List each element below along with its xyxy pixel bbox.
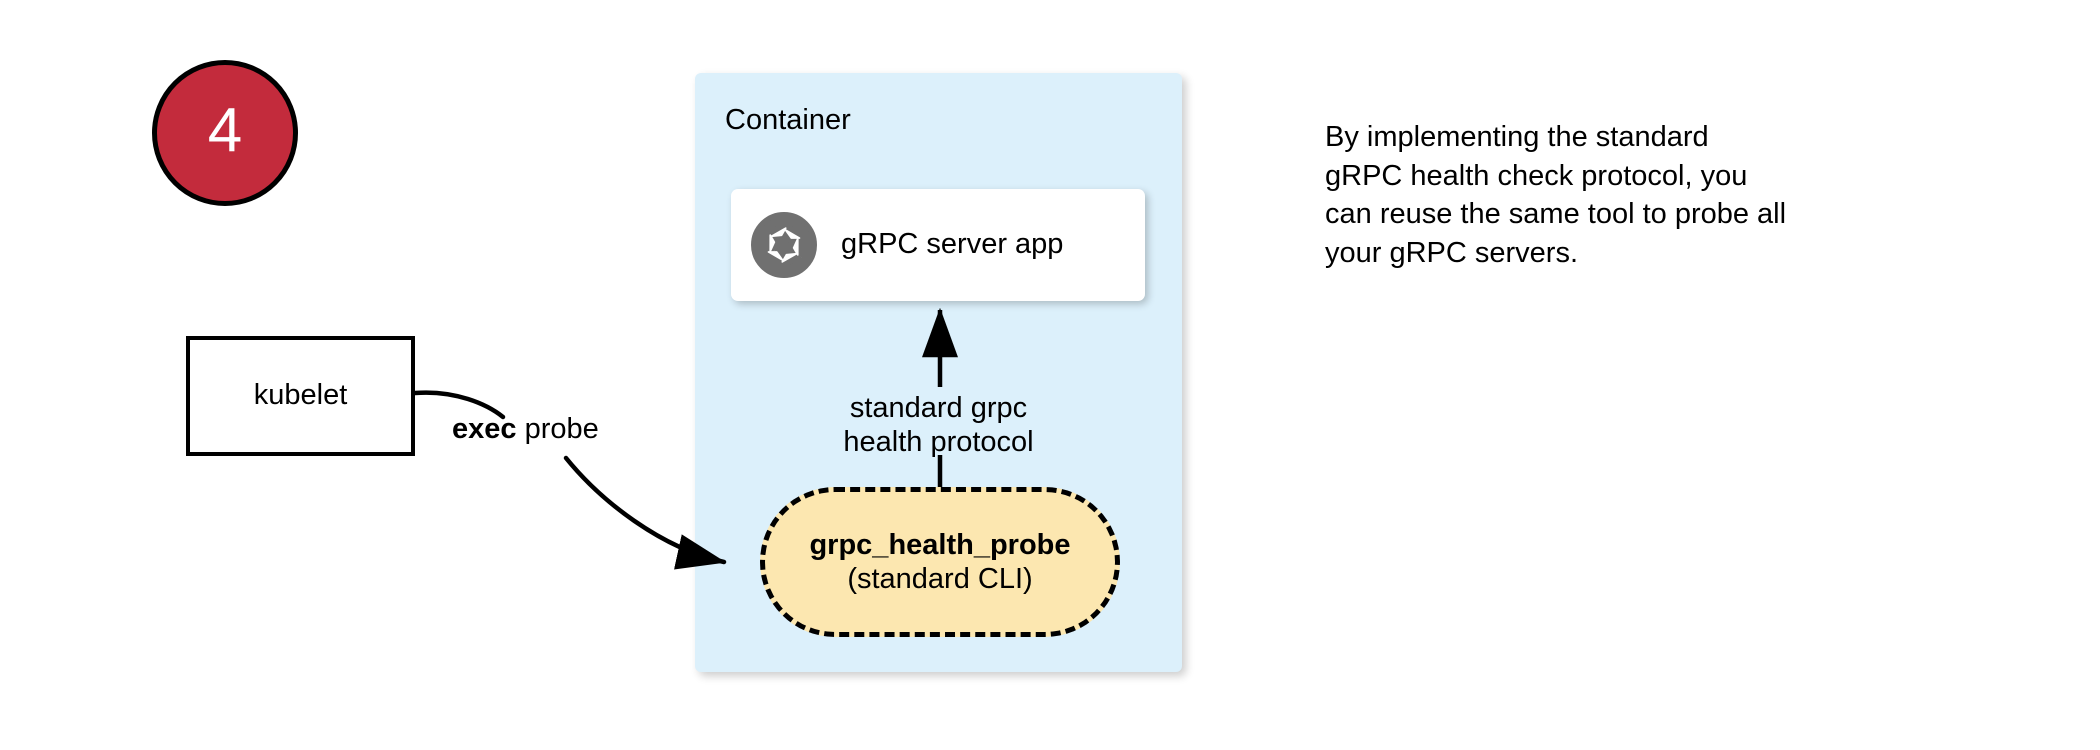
grpc-health-probe-title: grpc_health_probe (809, 528, 1071, 561)
protocol-label-line-1: standard grpc (849, 392, 1028, 424)
explanation-line-2: gRPC health check protocol, you (1325, 159, 1748, 192)
explanation-line-1: By implementing the standard (1325, 121, 1709, 153)
step-number-badge: 4 (152, 60, 298, 206)
explanation-line-3: can reuse the same tool to probe all (1325, 198, 1787, 231)
grpc-health-probe-subtitle: (standard CLI) (847, 563, 1033, 595)
grpc-server-app-card: gRPC server app (731, 189, 1145, 301)
grpc-aperture-icon (751, 212, 817, 278)
exec-probe-rest: probe (516, 413, 599, 445)
step-number-label: 4 (207, 96, 243, 165)
protocol-arrow-label: standard grpc health protocol (695, 391, 1182, 459)
kubelet-label: kubelet (253, 379, 348, 412)
grpc-health-probe-node: grpc_health_probe (standard CLI) (760, 487, 1120, 637)
kubelet-node: kubelet (186, 336, 415, 456)
protocol-label-line-2: health protocol (843, 426, 1034, 459)
container-title: Container (725, 104, 851, 136)
exec-probe-edge-label: exec probe (452, 413, 599, 446)
exec-probe-keyword: exec (452, 413, 517, 445)
grpc-server-app-label: gRPC server app (841, 228, 1064, 261)
explanation-line-4: your gRPC servers. (1325, 236, 1579, 269)
explanation-note: By implementing the standard gRPC health… (1325, 118, 1925, 272)
container-panel: Container (695, 73, 1182, 672)
